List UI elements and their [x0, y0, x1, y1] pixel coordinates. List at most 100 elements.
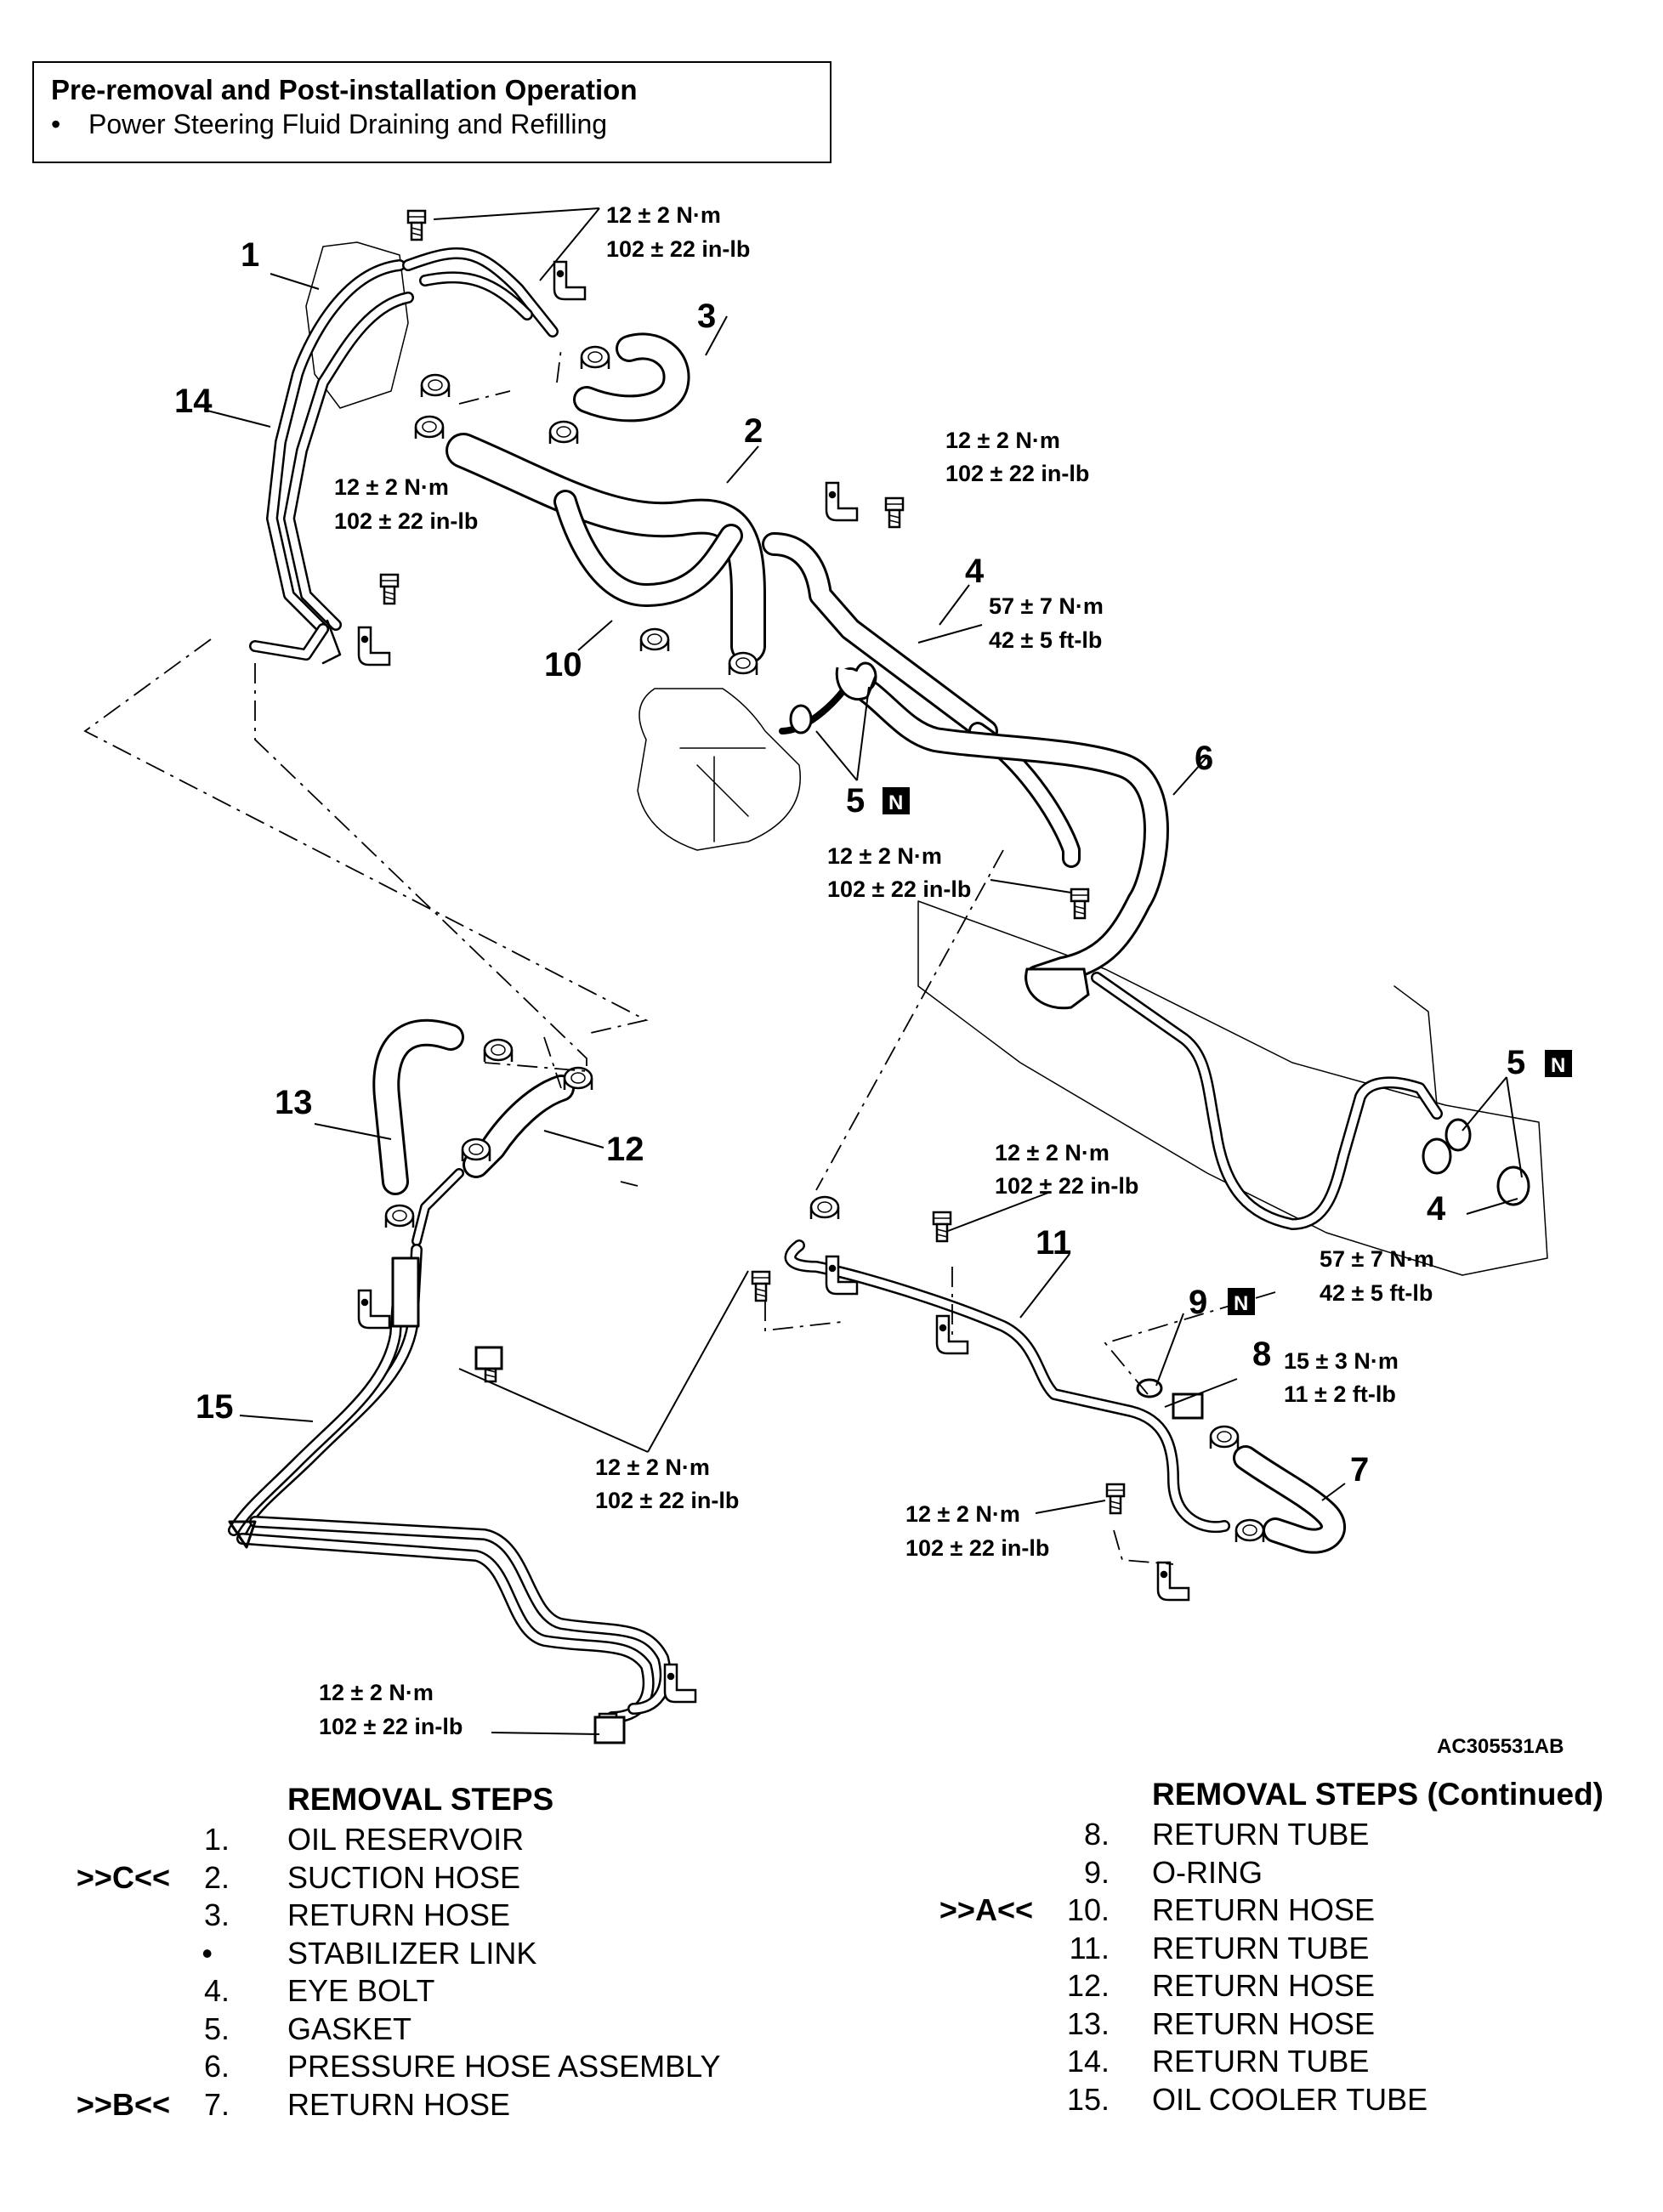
callout-14: 14 — [174, 383, 213, 420]
list-item: 12. RETURN HOSE — [850, 1967, 1663, 2005]
torque-inlb: 102 ± 22 in-lb — [945, 461, 1089, 486]
callout-4b: 4 — [1427, 1190, 1446, 1228]
torque-inlb: 102 ± 22 in-lb — [995, 1173, 1138, 1199]
list-item: 14. RETURN TUBE — [850, 2043, 1663, 2081]
torque-nm: 12 ± 2 N·m — [995, 1140, 1110, 1166]
step-marker: >>B<< — [76, 2086, 170, 2122]
list-item: 3. RETURN HOSE — [0, 1897, 816, 1935]
torque-nm: 12 ± 2 N·m — [319, 1680, 434, 1705]
callout-5a: 5 — [846, 782, 865, 820]
step-number: 4. — [203, 1973, 230, 2008]
removal-steps-continued: REMOVAL STEPS (Continued) 8.RETURN TUBE … — [850, 1773, 1663, 2118]
step-bullet: • — [201, 1935, 213, 1971]
torque-nm: 12 ± 2 N·m — [334, 474, 449, 500]
step-name: RETURN HOSE — [1152, 1968, 1376, 2003]
removal-steps: REMOVAL STEPS 1. OIL RESERVOIR >>C<< 2. SUC… — [0, 1778, 816, 2124]
callout-9: 9 — [1189, 1284, 1207, 1321]
callout-11: 11 — [1036, 1224, 1071, 1262]
callout-8: 8 — [1252, 1336, 1271, 1373]
n-markers: N N N — [883, 787, 1572, 1315]
list-item: >>B<< 7. RETURN HOSE — [0, 2086, 816, 2124]
step-number: 12. — [1066, 1968, 1110, 2003]
list-item: 11.RETURN TUBE — [850, 1930, 1663, 1968]
callout-3: 3 — [697, 298, 716, 335]
pre-removal-item: •Power Steering Fluid Draining and Refil… — [51, 109, 608, 139]
torque-inlb: 102 ± 22 in-lb — [595, 1488, 739, 1513]
step-number: 7. — [203, 2086, 230, 2122]
step-number: 13. — [1066, 2005, 1110, 2041]
list-item: 1. OIL RESERVOIR — [0, 1821, 816, 1859]
torque-specs: 12 ± 2 N·m 102 ± 22 in-lb 12 ± 2 N·m 102… — [319, 202, 1434, 1739]
step-name: STABILIZER LINK — [287, 1935, 537, 1971]
step-number: 1. — [203, 1822, 230, 1857]
torque-nm: 57 ± 7 N·m — [1320, 1246, 1434, 1272]
step-number: 3. — [203, 1897, 230, 1932]
callout-6: 6 — [1195, 740, 1213, 777]
svg-text:N: N — [1234, 1292, 1248, 1315]
step-name: OIL RESERVOIR — [287, 1822, 525, 1857]
step-name: RETURN TUBE — [1152, 1817, 1370, 1852]
torque-ftlb: 42 ± 5 ft-lb — [989, 627, 1102, 653]
step-number: 8. — [1083, 1817, 1110, 1852]
callout-10: 10 — [544, 646, 582, 683]
list-item: >>C<< 2. SUCTION HOSE — [0, 1859, 816, 1897]
list-item: 6. PRESSURE HOSE ASSEMBLY — [0, 2048, 816, 2086]
torque-nm: 12 ± 2 N·m — [905, 1501, 1020, 1527]
pre-removal-item-text: Power Steering Fluid Draining and Refill… — [88, 109, 608, 139]
svg-text:N: N — [888, 791, 903, 814]
power-steering-hose-diagram: 1 2 3 4 4 5 5 6 7 8 9 10 11 12 13 14 15 … — [83, 202, 1572, 1758]
torque-inlb: 102 ± 22 in-lb — [319, 1714, 463, 1739]
dashed-guides — [83, 348, 1276, 1565]
callout-13: 13 — [275, 1084, 313, 1121]
list-item: 5. GASKET — [0, 2011, 816, 2049]
pre-removal-title: Pre-removal and Post-installation Operat… — [51, 74, 638, 105]
n-marker: N — [1545, 1050, 1572, 1077]
step-number: 5. — [203, 2011, 230, 2046]
step-name: EYE BOLT — [287, 1973, 435, 2008]
list-item: 13.RETURN HOSE — [850, 2005, 1663, 2044]
callout-4a: 4 — [965, 553, 985, 590]
leader-lines — [203, 207, 1523, 1735]
step-marker: >>A<< — [939, 1892, 1033, 1927]
step-name: OIL COOLER TUBE — [1152, 2081, 1428, 2117]
step-number: 11. — [1069, 1930, 1110, 1965]
torque-nm: 15 ± 3 N·m — [1284, 1348, 1399, 1374]
step-name: GASKET — [287, 2011, 412, 2046]
list-item: • STABILIZER LINK — [0, 1935, 816, 1973]
n-marker: N — [1228, 1288, 1255, 1315]
callout-numbers: 1 2 3 4 4 5 5 6 7 8 9 10 11 12 13 14 15 — [174, 236, 1525, 1489]
torque-inlb: 102 ± 22 in-lb — [905, 1535, 1049, 1561]
pre-removal-box: Pre-removal and Post-installation Operat… — [32, 61, 832, 163]
torque-inlb: 102 ± 22 in-lb — [606, 236, 750, 262]
callout-1: 1 — [241, 236, 259, 274]
torque-inlb: 102 ± 22 in-lb — [827, 876, 971, 902]
torque-ftlb: 42 ± 5 ft-lb — [1320, 1280, 1433, 1306]
torque-nm: 12 ± 2 N·m — [827, 843, 942, 869]
step-marker: >>C<< — [76, 1859, 170, 1895]
callout-12: 12 — [606, 1131, 644, 1168]
step-number: 2. — [203, 1859, 230, 1895]
step-name: RETURN HOSE — [287, 2086, 511, 2122]
torque-nm: 57 ± 7 N·m — [989, 593, 1104, 619]
step-name: RETURN HOSE — [287, 1897, 511, 1932]
torque-inlb: 102 ± 22 in-lb — [334, 508, 478, 534]
step-number: 6. — [203, 2049, 230, 2084]
step-number: 14. — [1066, 2044, 1110, 2079]
step-name: O-RING — [1152, 1854, 1263, 1890]
list-item: 8. RETURN TUBE — [850, 1816, 1663, 1854]
step-name: RETURN HOSE — [1152, 1892, 1376, 1927]
hose-tube-outlines — [228, 241, 1548, 1723]
list-item: 15. OIL COOLER TUBE — [850, 2081, 1663, 2119]
step-name: RETURN TUBE — [1152, 2044, 1370, 2079]
list-item: 9. O-RING — [850, 1854, 1663, 1892]
torque-ftlb: 11 ± 2 ft-lb — [1284, 1381, 1396, 1407]
step-name: SUCTION HOSE — [287, 1859, 521, 1895]
step-number: 9. — [1083, 1854, 1110, 1890]
list-item: 4. EYE BOLT — [0, 1972, 816, 2011]
removal-steps-title: REMOVAL STEPS — [287, 1782, 554, 1817]
step-name: PRESSURE HOSE ASSEMBLY — [287, 2049, 721, 2084]
fittings — [357, 209, 1530, 1744]
callout-2: 2 — [744, 412, 763, 450]
removal-steps-continued-title: REMOVAL STEPS (Continued) — [1152, 1777, 1604, 1812]
step-number: 15. — [1066, 2081, 1110, 2117]
